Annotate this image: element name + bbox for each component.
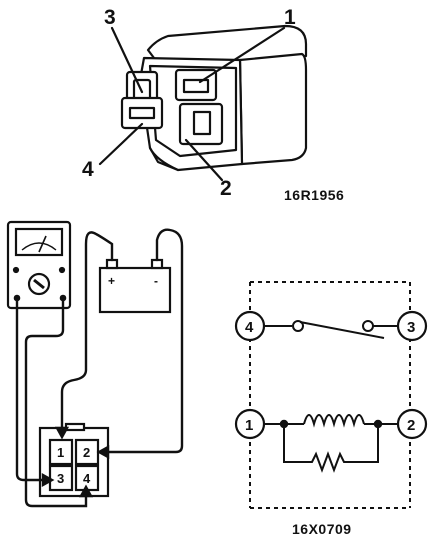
connector-pin-cell-1 <box>48 438 74 466</box>
terminal-blade-2-slot <box>192 110 212 136</box>
switch-contact-left <box>292 320 304 332</box>
battery-negative-label: - <box>154 274 158 288</box>
battery-positive-label: + <box>108 274 115 288</box>
battery-body <box>98 266 172 314</box>
terminal-blade-1-slot <box>182 78 210 94</box>
connector <box>38 422 110 498</box>
meter-small-button <box>12 266 20 274</box>
relay-schematic <box>234 281 428 509</box>
relay-front-face <box>238 52 308 166</box>
terminal-blade-4-slot <box>128 106 156 120</box>
meter-lead-to-pin-3 <box>15 298 46 482</box>
arrow-to-pin-3 <box>41 472 55 488</box>
leader-line-2 <box>184 138 224 182</box>
resistor-branch <box>283 424 379 473</box>
relay-coil <box>303 414 365 428</box>
schematic-terminal-label-2: 2 <box>407 417 415 434</box>
connector-pin-label-1: 1 <box>57 445 64 460</box>
caption-16X0709: 16X0709 <box>292 521 352 537</box>
connector-pin-label-2: 2 <box>83 445 90 460</box>
callout-label-3: 3 <box>104 6 116 29</box>
arrow-to-pin-2 <box>96 444 110 460</box>
callout-label-1: 1 <box>284 6 296 29</box>
meter-small-button-2 <box>58 266 66 274</box>
leader-line-1 <box>198 26 286 84</box>
meter-lead-to-pin-4 <box>24 298 88 508</box>
terminal-blade-2 <box>178 102 224 146</box>
relay-base-lip <box>148 146 180 172</box>
relay-housing-outline <box>249 281 411 509</box>
relay-illustration <box>98 24 308 182</box>
schematic-terminal-label-1: 1 <box>245 417 253 434</box>
schematic-terminal-label-4: 4 <box>245 319 254 336</box>
callout-label-4: 4 <box>82 158 94 181</box>
callout-label-2: 2 <box>220 177 232 200</box>
arrow-to-pin-1 <box>54 426 70 440</box>
multimeter <box>6 220 72 310</box>
meter-needle <box>38 235 47 253</box>
caption-16R1956: 16R1956 <box>284 187 344 203</box>
leader-line-4 <box>98 122 144 166</box>
switch-contact-right <box>362 320 374 332</box>
terminal-blade-4 <box>120 96 164 130</box>
battery-negative-to-pin-2 <box>104 228 184 454</box>
connector-pin-label-3: 3 <box>57 471 64 486</box>
arrow-to-pin-4 <box>78 484 94 498</box>
test-leads <box>15 228 184 508</box>
battery-positive-to-pin-1 <box>60 231 114 432</box>
meter-dial-pointer <box>33 278 45 290</box>
schematic-terminal-label-3: 3 <box>407 319 415 336</box>
switch-blade <box>299 321 385 339</box>
leader-line-3 <box>110 26 144 94</box>
connector-pin-label-4: 4 <box>83 471 91 486</box>
meter-scale-arc <box>21 242 57 251</box>
meter-dial <box>27 272 51 296</box>
